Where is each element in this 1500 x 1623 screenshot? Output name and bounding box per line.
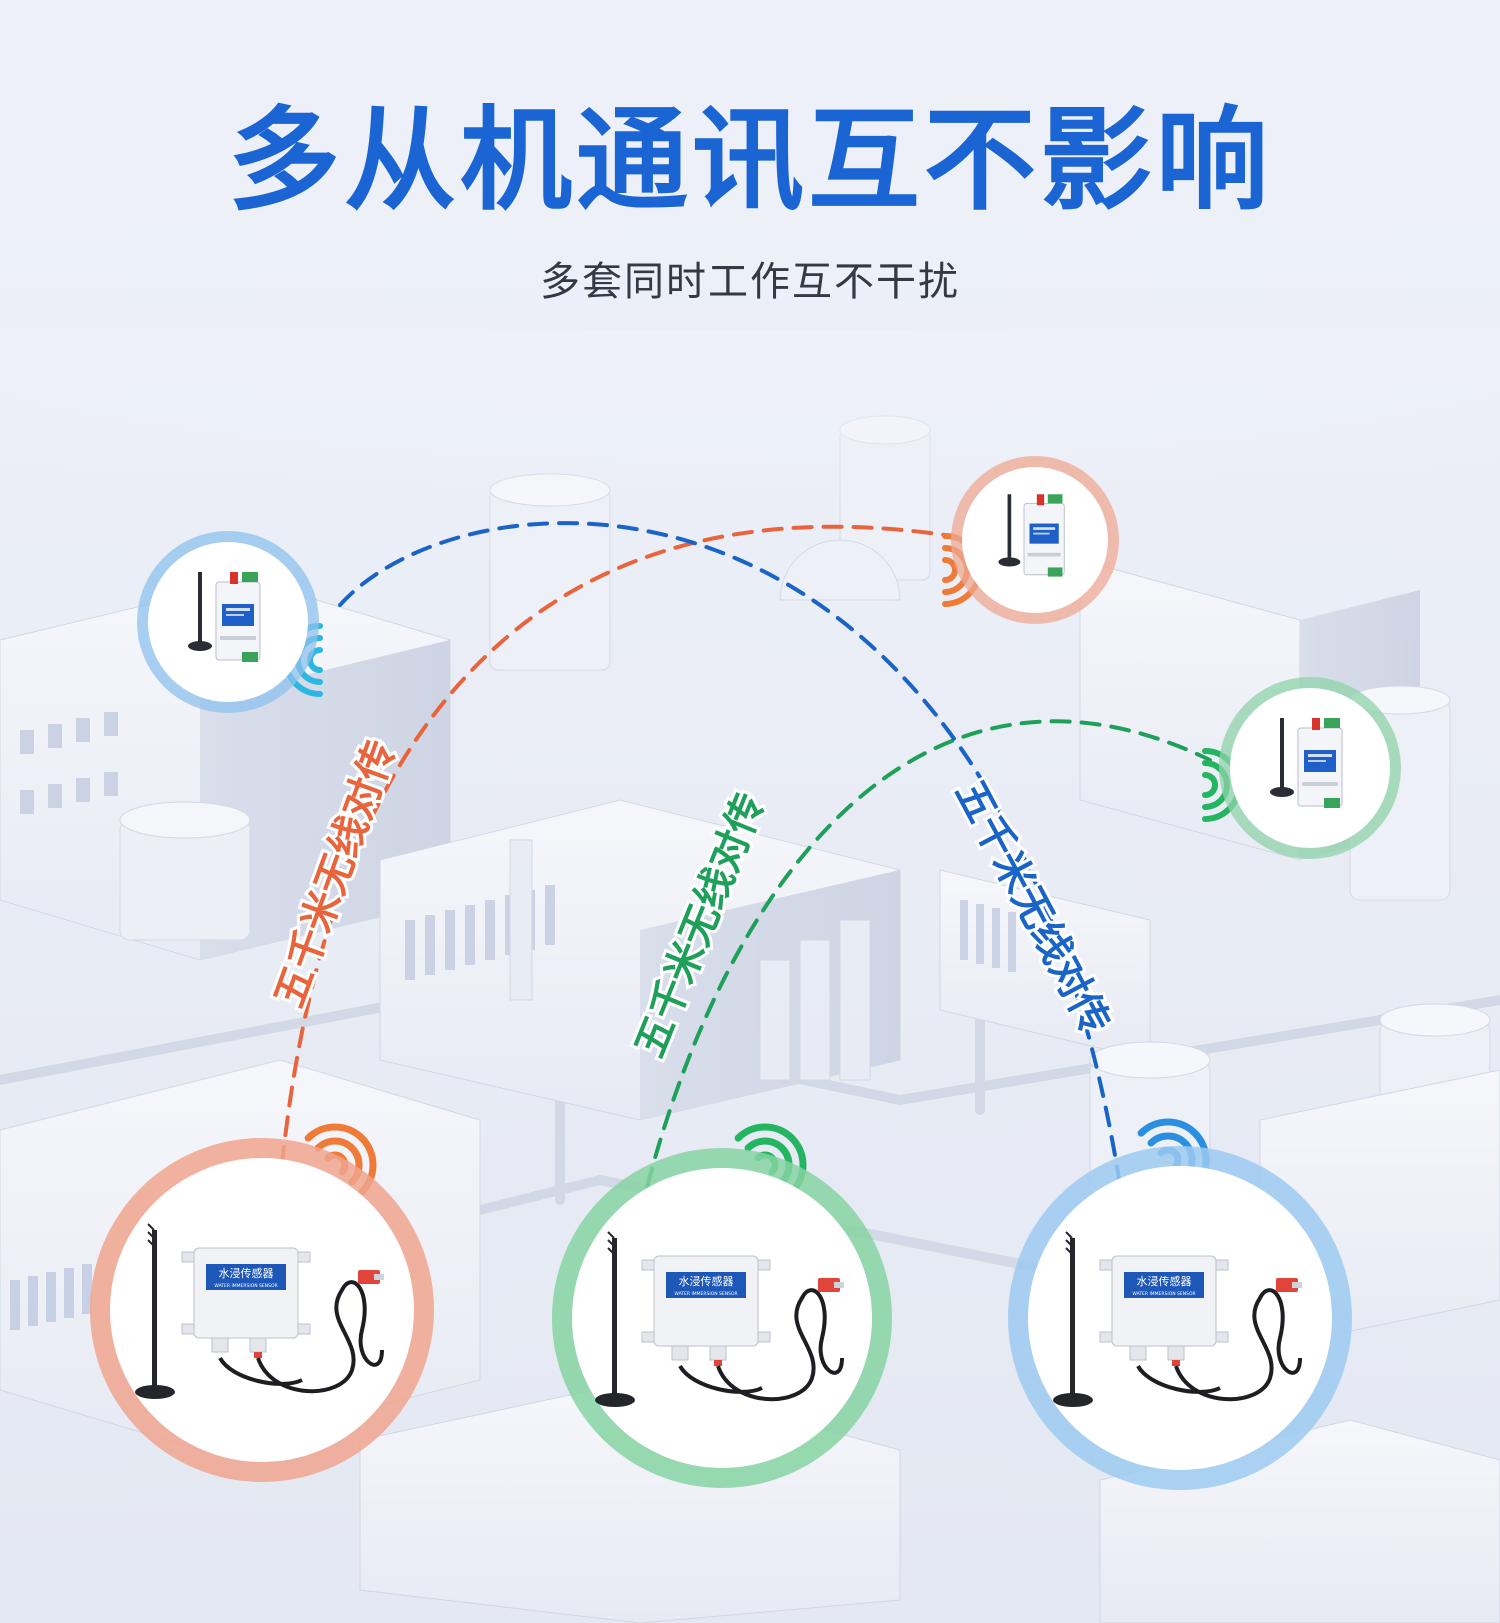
sensor-node: 水浸传感器 WATER IMMERSION SENSOR — [90, 1138, 434, 1482]
link-arc-orange — [280, 524, 947, 1167]
sensors: 水浸传感器 WATER IMMERSION SENSOR 水浸传感器 WATER IM… — [90, 1138, 1352, 1490]
sensor-label-cn: 水浸传感器 — [1137, 1275, 1192, 1288]
lora-gateway-module-icon — [998, 494, 1065, 577]
lora-gateway-module-icon — [1270, 718, 1343, 808]
link-arc-green — [638, 719, 1212, 1217]
gateway-node — [1219, 677, 1401, 859]
water-immersion-sensor-icon: 水浸传感器 WATER IMMERSION SENSOR — [1053, 1231, 1302, 1407]
sensor-label-en: WATER IMMERSION SENSOR — [214, 1283, 277, 1289]
gateway-node — [137, 531, 319, 713]
page-subtitle: 多套同时工作互不干扰 — [540, 259, 960, 305]
sensor-label-cn: 水浸传感器 — [219, 1267, 274, 1280]
sensor-label-en: WATER IMMERSION SENSOR — [674, 1291, 737, 1297]
link-arcs — [280, 521, 1212, 1217]
sensor-node: 水浸传感器 WATER IMMERSION SENSOR — [552, 1148, 892, 1488]
page-title: 多从机通讯互不影响 — [228, 96, 1272, 226]
lora-gateway-module-icon — [188, 572, 261, 662]
fog-overlay — [0, 330, 1500, 560]
water-immersion-sensor-icon: 水浸传感器 WATER IMMERSION SENSOR — [595, 1231, 844, 1407]
water-immersion-sensor-icon: 水浸传感器 WATER IMMERSION SENSOR — [135, 1223, 384, 1399]
sensor-node: 水浸传感器 WATER IMMERSION SENSOR — [1008, 1146, 1352, 1490]
sensor-label-cn: 水浸传感器 — [679, 1275, 734, 1288]
gateway-node — [951, 456, 1119, 624]
link-arc-blue — [338, 521, 1122, 1187]
gateways — [137, 456, 1401, 859]
sensor-label-en: WATER IMMERSION SENSOR — [1132, 1291, 1195, 1297]
